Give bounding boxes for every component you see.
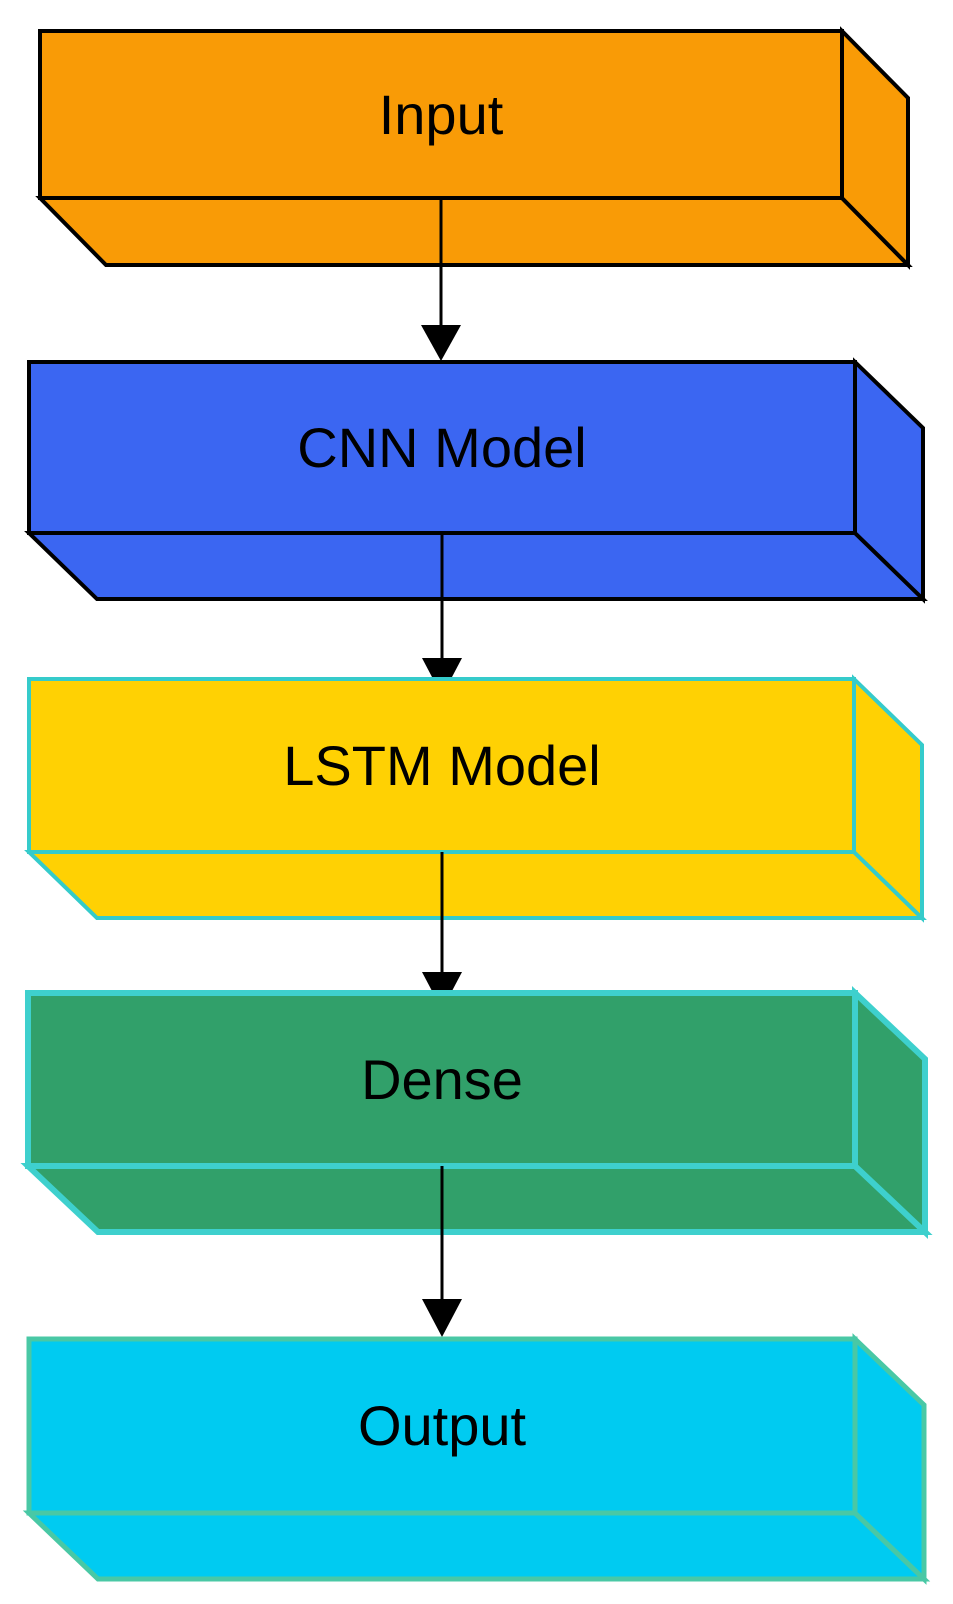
node-dense-label: Dense: [361, 1048, 523, 1111]
node-input-bottom-face: [35, 196, 913, 267]
node-dense-front-face: [25, 990, 858, 1169]
arrowhead: [421, 325, 461, 361]
node-output-front-face: [26, 1336, 858, 1516]
node-lstm-front-face: [27, 677, 856, 854]
node-lstm: LSTM Model: [24, 674, 927, 923]
node-output-bottom-face: [22, 1510, 931, 1582]
node-lstm-bottom-face: [24, 850, 927, 920]
node-dense: Dense: [20, 986, 933, 1239]
node-dense-bottom-face: [20, 1163, 933, 1235]
node-cnn: CNN Model: [24, 357, 928, 604]
arrow-dense-to-output: [422, 1166, 462, 1337]
node-lstm-label: LSTM Model: [283, 734, 600, 797]
node-input-label: Input: [379, 83, 504, 146]
node-input: Input: [35, 26, 913, 270]
node-cnn-label: CNN Model: [297, 416, 586, 479]
node-output-label: Output: [358, 1394, 527, 1457]
node-cnn-bottom-face: [24, 531, 928, 601]
node-output: Output: [22, 1333, 931, 1585]
arrowhead: [422, 1299, 462, 1337]
arrow-input-to-cnn: [421, 198, 461, 361]
node-cnn-front-face: [27, 360, 857, 535]
node-input-front-face: [38, 29, 844, 200]
